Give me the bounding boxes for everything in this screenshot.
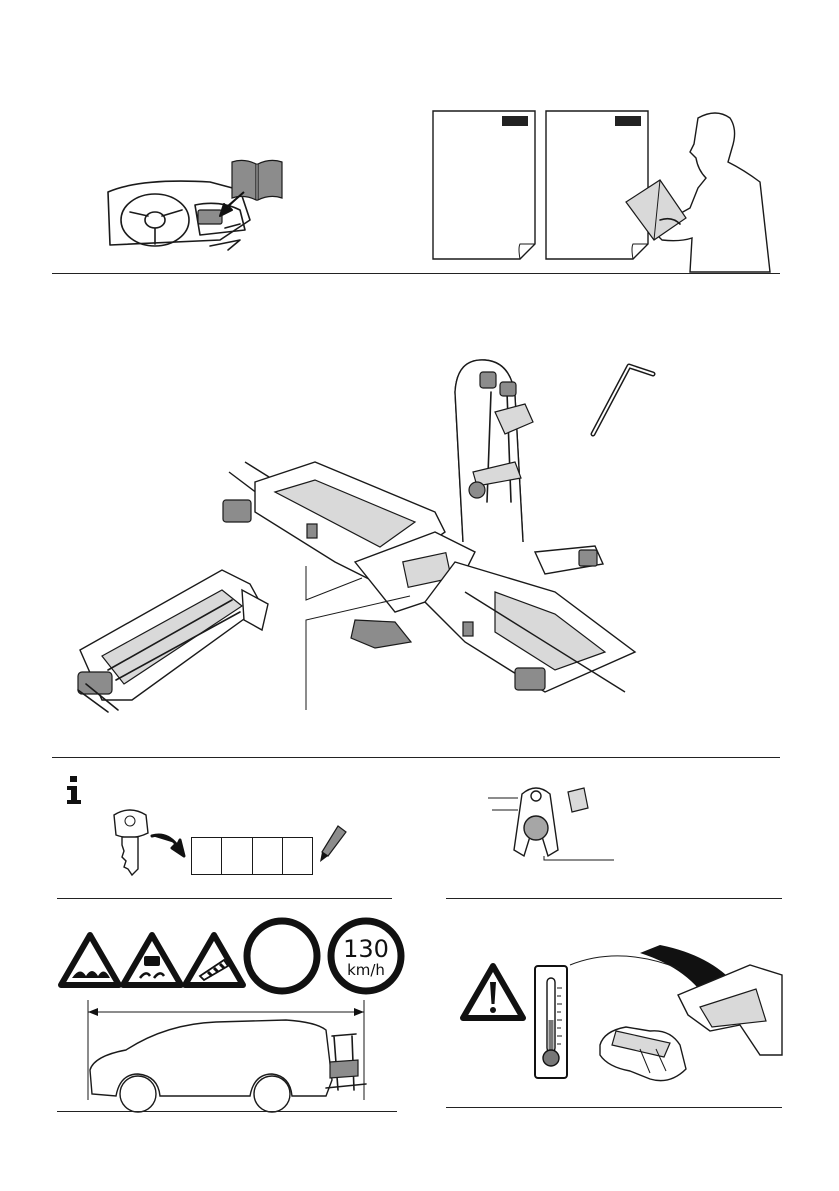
tow-ball-handling-illustration xyxy=(560,945,782,1101)
section-divider-bottom-left xyxy=(57,1111,397,1112)
info-icon xyxy=(66,776,82,804)
key-code-cell-4[interactable] xyxy=(283,838,312,874)
warning-triangle-icon xyxy=(459,962,527,1022)
bike-carrier-folded xyxy=(72,560,272,715)
key-code-box[interactable] xyxy=(191,837,313,875)
key-code-cell-3[interactable] xyxy=(253,838,283,874)
speed-limit-value: 130 xyxy=(343,935,389,963)
section-divider-top xyxy=(52,273,780,274)
car-with-carrier-illustration xyxy=(86,1000,376,1112)
bike-carrier-unfolded xyxy=(215,352,645,697)
section-divider-middle xyxy=(52,757,780,758)
warning-sign-crosswind-icon xyxy=(182,932,246,988)
document-page-1 xyxy=(432,110,536,260)
key-code-cell-1[interactable] xyxy=(192,838,222,874)
speed-limit-sign-icon: 130 km/h xyxy=(327,917,405,995)
empty-round-sign-icon xyxy=(243,917,321,995)
warning-sign-slippery-icon xyxy=(120,932,184,988)
person-reading-illustration xyxy=(620,108,770,272)
pen-icon xyxy=(318,824,348,864)
speed-limit-unit: km/h xyxy=(347,961,385,979)
arrow-right-icon xyxy=(150,830,186,860)
insert-arrow-icon xyxy=(218,190,248,220)
wheel-clamp-detail xyxy=(488,780,618,864)
callout-leader-lines xyxy=(300,560,420,720)
key-code-cell-2[interactable] xyxy=(222,838,252,874)
section-divider-left xyxy=(57,898,392,899)
section-divider-right xyxy=(446,898,782,899)
warning-sign-bumps-icon xyxy=(58,932,122,988)
section-divider-bottom-right xyxy=(446,1107,782,1108)
